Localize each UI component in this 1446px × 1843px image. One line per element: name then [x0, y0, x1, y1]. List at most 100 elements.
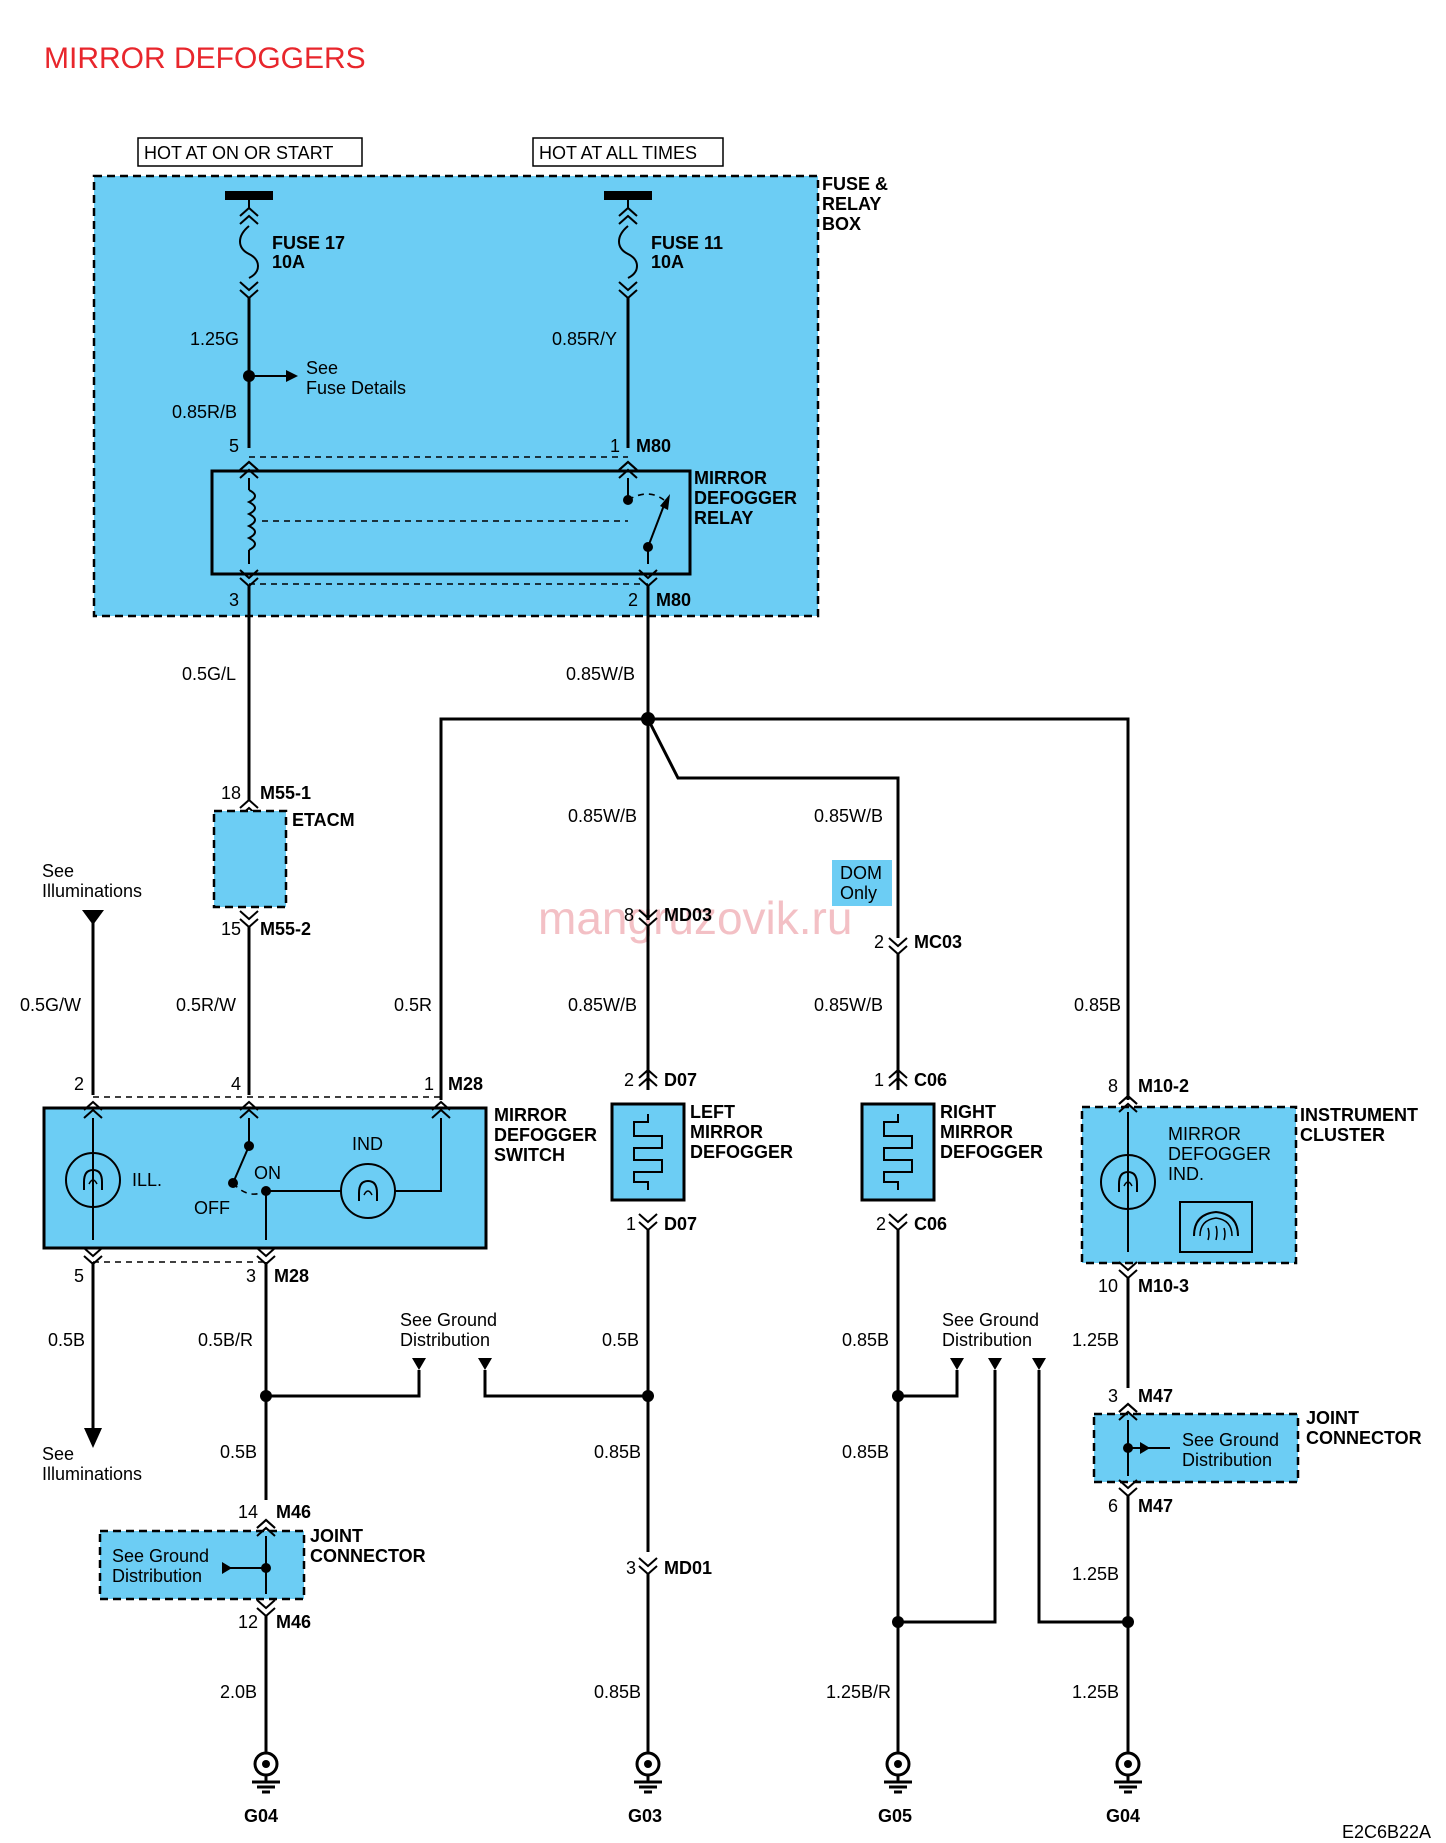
cluster-connector: M10-2	[1138, 1076, 1189, 1096]
relay-pin: 1	[610, 436, 620, 456]
etacm-pin: 18	[221, 783, 241, 803]
fuse-11-name: FUSE 11	[651, 233, 723, 253]
connector-label: MD03	[664, 905, 712, 925]
see-illuminations: See	[42, 1444, 74, 1464]
wire-label: 0.85B	[594, 1682, 641, 1702]
etacm-module	[212, 809, 288, 909]
cluster-ind-label: DEFOGGER	[1168, 1144, 1271, 1164]
switch-connector: M28	[448, 1074, 483, 1094]
cluster-label: INSTRUMENT	[1300, 1105, 1418, 1125]
dom-only-label: DOM	[840, 863, 882, 883]
wire-label: 1.25B	[1072, 1682, 1119, 1702]
connector-pin: 8	[624, 905, 634, 925]
wire-label: 1.25B/R	[826, 1682, 891, 1702]
left-defogger-label: LEFT	[690, 1102, 735, 1122]
left-defogger-label: DEFOGGER	[690, 1142, 793, 1162]
defogger-connector: C06	[914, 1214, 947, 1234]
switch-pin: 5	[74, 1266, 84, 1286]
arrow-down-icon	[84, 1428, 102, 1448]
connector-label: MC03	[914, 932, 962, 952]
defogger-connector: D07	[664, 1070, 697, 1090]
see-ground-distribution: Distribution	[400, 1330, 490, 1350]
wire-label: 0.85B	[1074, 995, 1121, 1015]
joint-see-ground: Distribution	[112, 1566, 202, 1586]
switch-off-label: OFF	[194, 1198, 230, 1218]
joint-pin: 12	[238, 1612, 258, 1632]
wire-label: 1.25G	[190, 329, 239, 349]
wire-label: 1.25B	[1072, 1330, 1119, 1350]
relay-label: RELAY	[694, 508, 753, 528]
connector-label: MD01	[664, 1558, 712, 1578]
fuse-11-icon	[618, 225, 638, 279]
wire-label: 0.5B/R	[198, 1330, 253, 1350]
arrow-down-icon	[82, 910, 104, 925]
wire-label: 0.85R/B	[172, 402, 237, 422]
relay-pin: 5	[229, 436, 239, 456]
dom-only-badge	[832, 860, 892, 906]
wire-label: 0.5G/W	[20, 995, 81, 1015]
joint-pin: 3	[1108, 1386, 1118, 1406]
defogger-pin: 2	[876, 1214, 886, 1234]
relay-label: MIRROR	[694, 468, 767, 488]
left-defogger-label: MIRROR	[690, 1122, 763, 1142]
fuse-17-icon	[239, 225, 259, 279]
see-ground-distribution: See Ground	[400, 1310, 497, 1330]
fuse-17-name: FUSE 17	[272, 233, 345, 253]
joint-connector-id: M46	[276, 1612, 311, 1632]
mirror-defogger-indicator-icon	[1179, 1201, 1253, 1253]
joint-label: CONNECTOR	[1306, 1428, 1422, 1448]
switch-pin: 3	[246, 1266, 256, 1286]
ground-label: G04	[1106, 1806, 1140, 1826]
figure-code: E2C6B22A	[1342, 1822, 1431, 1842]
ground-label: G05	[878, 1806, 912, 1826]
joint-see-ground: See Ground	[112, 1546, 209, 1566]
fuse-box-label: RELAY	[822, 194, 881, 214]
wire-label: 0.5G/L	[182, 664, 236, 684]
joint-label: JOINT	[1306, 1408, 1359, 1428]
switch-label: SWITCH	[494, 1145, 565, 1165]
see-illuminations: Illuminations	[42, 1464, 142, 1484]
hot-all-times-box	[532, 137, 724, 167]
ground-icon	[632, 1751, 664, 1794]
connector-pin: 3	[626, 1558, 636, 1578]
relay-connector: M80	[656, 590, 691, 610]
right-defogger-label: RIGHT	[940, 1102, 996, 1122]
arrow-down-icon	[478, 1358, 492, 1370]
dom-only-label: Only	[840, 883, 877, 903]
see-ground-distribution: See Ground	[942, 1310, 1039, 1330]
fuse-box-label: FUSE &	[822, 174, 888, 194]
wire-label: 0.85W/B	[566, 664, 635, 684]
cluster-ind-label: MIRROR	[1168, 1124, 1241, 1144]
watermark: mangruzovik.ru	[538, 892, 852, 944]
see-illuminations: Illuminations	[42, 881, 142, 901]
etacm-connector: M55-2	[260, 919, 311, 939]
defogger-pin: 1	[626, 1214, 636, 1234]
defogger-connector: D07	[664, 1214, 697, 1234]
ground-label: G04	[244, 1806, 278, 1826]
arrow-down-icon	[988, 1358, 1002, 1370]
mirror-defogger-relay	[210, 469, 692, 576]
bus-bar-left	[225, 191, 273, 200]
wire-label: 0.85W/B	[814, 806, 883, 826]
switch-on-label: ON	[254, 1163, 281, 1183]
fuse-17-rating: 10A	[272, 252, 305, 272]
cluster-pin: 10	[1098, 1276, 1118, 1296]
joint-label: JOINT	[310, 1526, 363, 1546]
switch-pin: 4	[231, 1074, 241, 1094]
wire-label: 0.5B	[220, 1442, 257, 1462]
ground-label: G03	[628, 1806, 662, 1826]
relay-pin: 3	[229, 590, 239, 610]
cluster-label: CLUSTER	[1300, 1125, 1385, 1145]
fuse-box-label: BOX	[822, 214, 861, 234]
arrow-down-icon	[412, 1358, 426, 1370]
see-illuminations: See	[42, 861, 74, 881]
relay-connector: M80	[636, 436, 671, 456]
cluster-pin: 8	[1108, 1076, 1118, 1096]
relay-label: DEFOGGER	[694, 488, 797, 508]
joint-see-ground: See Ground	[1182, 1430, 1279, 1450]
switch-pin: 1	[424, 1074, 434, 1094]
arrow-down-icon	[1032, 1358, 1046, 1370]
see-ground-distribution: Distribution	[942, 1330, 1032, 1350]
joint-see-ground: Distribution	[1182, 1450, 1272, 1470]
